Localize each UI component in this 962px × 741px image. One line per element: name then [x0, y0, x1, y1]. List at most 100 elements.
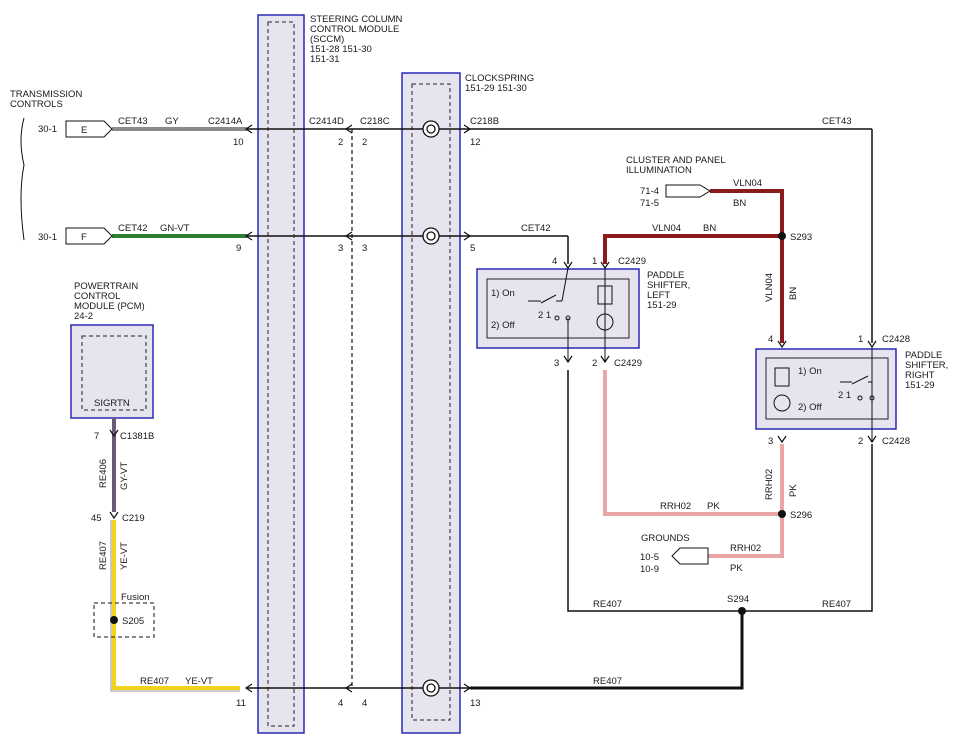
paddle-right-off: 2) Off — [798, 402, 822, 413]
label-s296: S296 — [790, 510, 812, 521]
wire-re407-yellow-edge — [110, 520, 240, 692]
label-gy: GY — [165, 116, 179, 127]
label-c219: C219 — [122, 513, 145, 524]
label-pin-2b: 2 — [362, 137, 367, 148]
label-vln04-vert: VLN04 — [764, 273, 775, 302]
label-pk-ground: PK — [730, 563, 743, 574]
label-pin-3b: 3 — [362, 243, 367, 254]
label-pin-1-left: 1 — [592, 256, 597, 267]
paddle-right-nums: 2 1 — [838, 390, 851, 401]
label-cet43-left: CET43 — [118, 116, 148, 127]
connector-marks — [109, 124, 877, 693]
label-pin-3-right: 3 — [768, 436, 773, 447]
wire-re407-yellow — [112, 520, 240, 690]
pcm-module-inner — [81, 335, 147, 411]
label-pin-7: 7 — [94, 431, 99, 442]
paddle-left-inner — [486, 278, 630, 339]
label-gyvt-vert: GY-VT — [119, 462, 130, 490]
clockspring-coils — [422, 120, 440, 697]
wire-rrh02-ground — [708, 514, 784, 558]
label-pin-4b: 4 — [362, 698, 367, 709]
label-rrh02-vert: RRH02 — [764, 469, 775, 500]
label-pin-12: 12 — [470, 137, 481, 148]
label-c2429-top: C2429 — [618, 256, 646, 267]
label-pk-vert: PK — [788, 484, 799, 497]
label-pin-4-right: 4 — [768, 334, 773, 345]
label-s294: S294 — [727, 594, 749, 605]
label-gnvt: GN-VT — [160, 223, 190, 234]
label-c2428-top: C2428 — [882, 334, 910, 345]
label-pin-4a: 4 — [338, 698, 343, 709]
label-re407-a: RE407 — [593, 599, 622, 610]
paddle-left-switch — [528, 267, 614, 362]
label-pin-2a: 2 — [338, 137, 343, 148]
label-pin-11: 11 — [236, 698, 246, 709]
label-cet42-left: CET42 — [118, 223, 148, 234]
sccm-module — [257, 14, 305, 734]
paddle-left-module — [476, 268, 640, 349]
label-re407-vert: RE407 — [98, 541, 109, 570]
label-re407-c: RE407 — [593, 676, 622, 687]
wire-re407-s294 — [470, 611, 744, 690]
label-c218b: C218B — [470, 116, 499, 127]
paddle-right-inner — [765, 357, 889, 420]
pcm-sigrtn: SIGRTN — [94, 398, 130, 409]
wire-rrh02-left — [603, 370, 782, 516]
label-rrh02-horiz: RRH02 — [660, 501, 691, 512]
label-cet42-right: CET42 — [521, 223, 551, 234]
label-c218c: C218C — [360, 116, 390, 127]
paddle-right-on: 1) On — [798, 366, 822, 377]
label-c2429-bot: C2429 — [614, 358, 642, 369]
clockspring-module-inner — [411, 83, 451, 721]
fusion-box — [93, 602, 155, 638]
pcm-module — [70, 324, 154, 419]
label-yevt-vert: YE-VT — [119, 542, 130, 570]
label-pin-4-left: 4 — [552, 256, 557, 267]
splice-s293-dot — [778, 232, 786, 240]
clockspring-module — [401, 72, 461, 734]
transmission-bracket — [20, 117, 25, 241]
splice-s294-dot — [738, 607, 746, 615]
label-s293: S293 — [790, 232, 812, 243]
grounds-ref-2: 10-9 — [640, 564, 659, 575]
paddle-left-nums: 2 1 — [538, 310, 551, 321]
label-re406-vert: RE406 — [98, 459, 109, 488]
label-pin-5: 5 — [470, 243, 475, 254]
label-c2414d: C2414D — [309, 116, 344, 127]
label-vln04-top: VLN04 — [733, 178, 762, 189]
splice-s296-dot — [778, 510, 786, 518]
label-pin-1-right: 1 — [858, 334, 863, 345]
label-re407-d: RE407 — [140, 676, 169, 687]
wire-vln04-cluster — [710, 189, 784, 236]
cluster-ref-2: 71-5 — [640, 198, 659, 209]
wire-vln04-left — [603, 234, 782, 264]
ground-connector — [671, 547, 709, 565]
transmission-connectors — [65, 120, 113, 245]
label-vln04-mid: VLN04 — [652, 223, 681, 234]
wire-re407-left — [567, 370, 873, 612]
label-cet43-right: CET43 — [822, 116, 852, 127]
label-c2428-bot: C2428 — [882, 436, 910, 447]
trans-letter-e: E — [81, 125, 87, 136]
label-bn-top: BN — [733, 198, 746, 209]
label-pin-13: 13 — [470, 698, 481, 709]
label-bn-mid: BN — [703, 223, 716, 234]
label-c2414a: C2414A — [208, 116, 243, 127]
paddle-left-on: 1) On — [491, 288, 515, 299]
label-pin-2-left: 2 — [592, 358, 597, 369]
trans-page-2: 30-1 — [38, 232, 57, 243]
splice-s205-dot — [110, 616, 118, 624]
paddle-right-module — [755, 348, 897, 430]
cluster-connector — [665, 184, 711, 198]
trans-letter-f: F — [81, 232, 87, 243]
label-pin-2-right: 2 — [858, 436, 863, 447]
label-yevt: YE-VT — [185, 676, 213, 687]
label-pin-45: 45 — [91, 513, 102, 524]
